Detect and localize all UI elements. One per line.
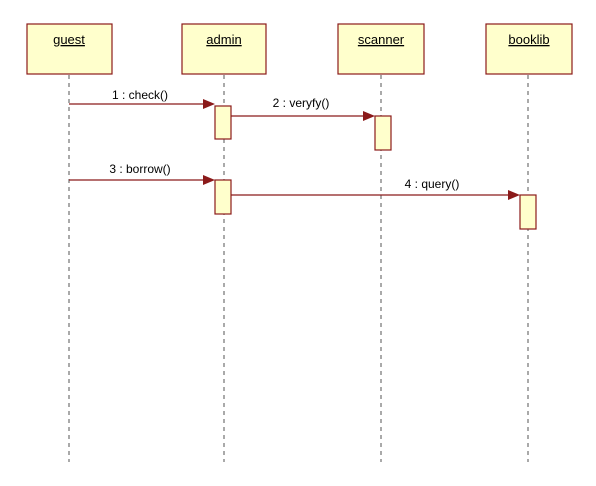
message-veryfy-arrowhead <box>363 111 375 121</box>
lifeline-guest[interactable]: guest <box>26 23 113 462</box>
message-check-label: 1 : check() <box>112 88 168 102</box>
lifeline-booklib[interactable]: booklib <box>485 23 573 462</box>
activation-admin-2[interactable] <box>214 179 232 215</box>
activation-scanner-1[interactable] <box>374 115 392 151</box>
message-borrow-arrowhead <box>203 175 215 185</box>
message-query-arrowhead <box>508 190 520 200</box>
message-borrow-label: 3 : borrow() <box>109 162 170 176</box>
message-veryfy[interactable]: 2 : veryfy() <box>231 96 375 121</box>
lifeline-scanner-label: scanner <box>358 32 405 47</box>
lifeline-admin-label: admin <box>206 32 241 47</box>
lifeline-guest-box[interactable] <box>26 23 113 75</box>
lifeline-booklib-label: booklib <box>508 32 549 47</box>
lifeline-booklib-box[interactable] <box>485 23 573 75</box>
lifeline-guest-label: guest <box>53 32 85 47</box>
lifeline-scanner-box[interactable] <box>337 23 425 75</box>
message-query-label: 4 : query() <box>405 177 460 191</box>
message-check[interactable]: 1 : check() <box>69 88 215 109</box>
lifeline-scanner[interactable]: scanner <box>337 23 425 462</box>
activation-booklib-1[interactable] <box>519 194 537 230</box>
message-query[interactable]: 4 : query() <box>231 177 520 200</box>
message-check-arrowhead <box>203 99 215 109</box>
message-veryfy-label: 2 : veryfy() <box>273 96 330 110</box>
lifeline-admin[interactable]: admin <box>181 23 267 462</box>
message-borrow[interactable]: 3 : borrow() <box>69 162 215 185</box>
activation-admin-1[interactable] <box>214 105 232 140</box>
lifeline-admin-box[interactable] <box>181 23 267 75</box>
